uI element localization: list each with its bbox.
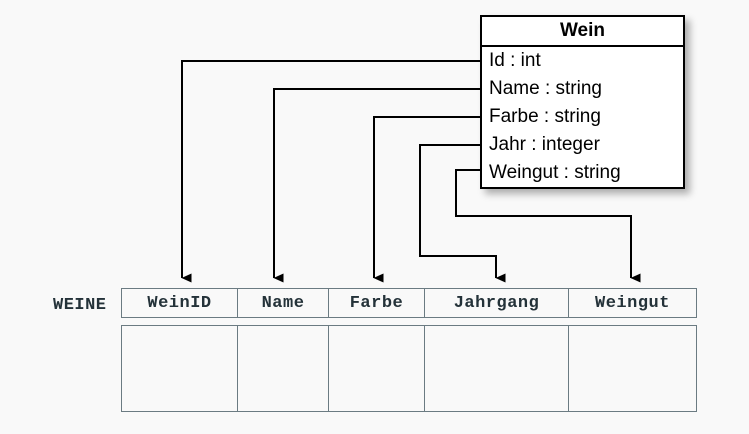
connector-farbe-to-farbe (373, 116, 480, 283)
relation-header-row: WeinID Name Farbe Jahrgang Weingut (121, 288, 697, 318)
class-attribute-jahr: Jahr : integer (489, 134, 600, 155)
column-header-weingut: Weingut (595, 293, 670, 313)
class-attribute-weingut: Weingut : string (489, 162, 621, 183)
table-cell-weingut (569, 326, 696, 411)
connector-id-to-weinid (181, 60, 480, 283)
class-title: Wein (482, 17, 683, 47)
table-cell-name (238, 326, 329, 411)
connector-weingut-to-weingut (455, 169, 641, 283)
column-header-jahrgang: Jahrgang (425, 289, 569, 317)
class-attribute-farbe: Farbe : string (489, 106, 601, 127)
column-header-farbe: Farbe (329, 289, 425, 317)
column-header-weinid: WeinID (122, 289, 238, 317)
table-cell-farbe (329, 326, 425, 411)
class-attribute-id: Id : int (489, 50, 541, 71)
relation-body-row (121, 325, 697, 412)
class-attribute-name: Name : string (489, 78, 602, 99)
connector-jahr-to-jahrgang (419, 144, 506, 283)
table-cell-jahrgang (425, 326, 569, 411)
uml-class-box-wein: Wein Id : int Name : string Farbe : stri… (480, 15, 685, 189)
connector-name-to-name (273, 88, 480, 283)
relation-name-weine: WEINE (53, 296, 107, 315)
column-header-name: Name (238, 289, 329, 317)
class-attribute-list: Id : int Name : string Farbe : string Ja… (482, 47, 683, 187)
table-cell-weinid (122, 326, 238, 411)
